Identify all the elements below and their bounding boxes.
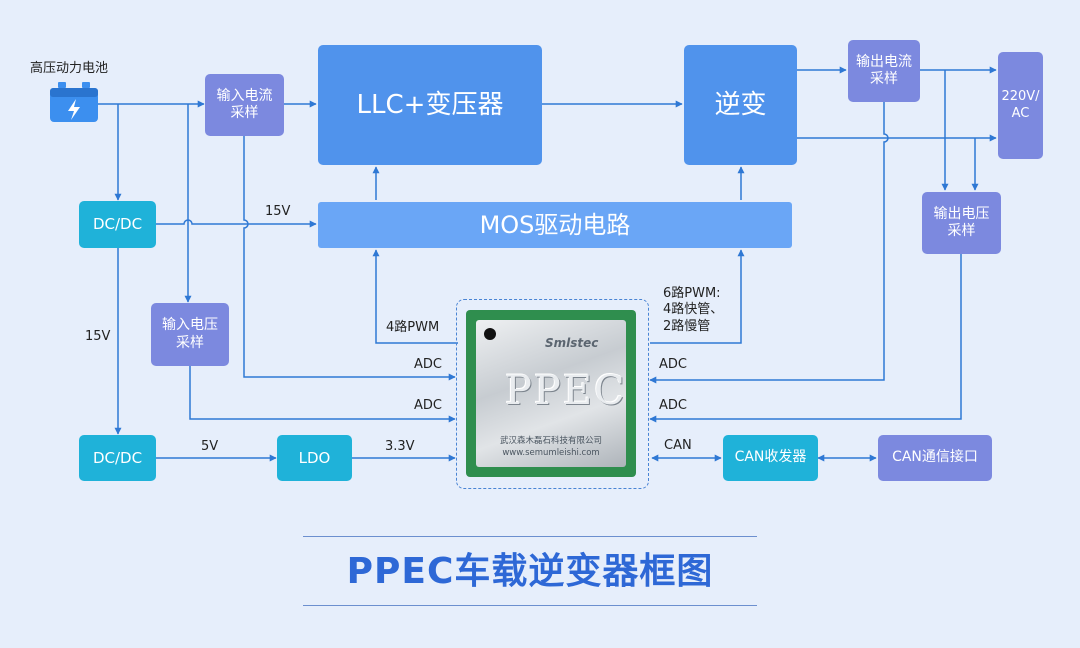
label-can: CAN xyxy=(664,438,692,453)
output-voltage-sampling-block: 输出电压 采样 xyxy=(922,192,1001,254)
battery-label: 高压动力电池 xyxy=(30,61,109,76)
label-adc-left-1: ADC xyxy=(414,357,442,372)
ldo-block: LDO xyxy=(277,435,352,481)
input-voltage-sampling-block: 输入电压 采样 xyxy=(151,303,229,366)
title-line-bottom xyxy=(303,605,757,606)
label-6pwm: 6路PWM: 4路快管、 2路慢管 xyxy=(663,286,724,334)
label-adc-right-2: ADC xyxy=(659,398,687,413)
diagram-title: PPEC车载逆变器框图 xyxy=(346,551,714,592)
chip-package xyxy=(476,320,626,467)
ac-output-block: 220V/ AC xyxy=(998,52,1043,159)
label-15v-top: 15V xyxy=(265,204,291,219)
chip-logo: Smlstec xyxy=(545,336,599,350)
input-current-sampling-block: 输入电流 采样 xyxy=(205,74,284,136)
label-adc-left-2: ADC xyxy=(414,398,442,413)
label-15v-left: 15V xyxy=(85,329,111,344)
can-transceiver-block: CAN收发器 xyxy=(723,435,818,481)
chip-website: www.semumleishi.com xyxy=(502,448,600,458)
label-5v: 5V xyxy=(201,439,219,454)
can-port-block: CAN通信接口 xyxy=(878,435,992,481)
label-adc-right-1: ADC xyxy=(659,357,687,372)
label-3v3: 3.3V xyxy=(385,439,415,454)
battery-icon xyxy=(50,82,98,122)
dcdc-top-block: DC/DC xyxy=(79,201,156,248)
chip-company: 武汉森木磊石科技有限公司 xyxy=(499,436,602,446)
mos-driver-block: MOS驱动电路 xyxy=(318,202,792,248)
output-current-sampling-block: 输出电流 采样 xyxy=(848,40,920,102)
llc-transformer-block: LLC+变压器 xyxy=(318,45,542,165)
title-line-top xyxy=(303,536,757,537)
dcdc-bottom-block: DC/DC xyxy=(79,435,156,481)
chip-outline xyxy=(456,299,649,489)
chip-pin1-dot xyxy=(484,328,496,340)
chip-name: PPEC xyxy=(505,368,627,414)
inverter-block: 逆变 xyxy=(684,45,797,165)
label-4pwm: 4路PWM xyxy=(386,320,440,335)
